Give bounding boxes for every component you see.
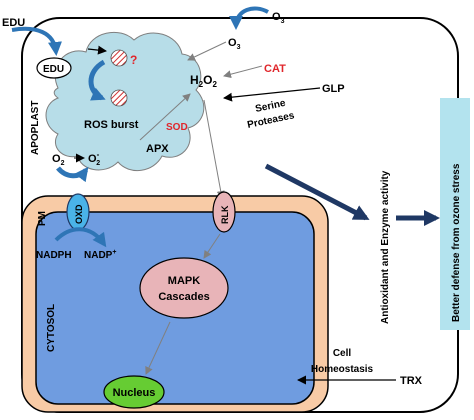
apoplast-label: APOPLAST: [30, 101, 41, 155]
ozone-to-cloud-arrow: [187, 41, 227, 61]
mapk-label: MAPK: [168, 275, 200, 287]
rlk-label: RLK: [220, 205, 230, 224]
h2o2-to-rlk-arrow: [203, 99, 225, 199]
ozone-label-top: O3: [272, 11, 285, 25]
mapk-to-nucleus-arrow: [145, 321, 171, 375]
edu-entry-arrow: [87, 45, 107, 55]
oxd-label: OXD: [74, 204, 84, 224]
superoxide-label: O-2: [88, 150, 100, 167]
ozone-label-mid: O3: [228, 37, 241, 51]
antioxidant-label: Antioxidant and Enzyme activity: [380, 170, 391, 324]
homeostasis-label: Homeostasis: [311, 364, 374, 375]
edu-curved-arrow: [11, 26, 62, 56]
rlk-to-mapk-arrow: [203, 233, 221, 259]
hatched-molecule-1: [110, 49, 128, 67]
question-mark: ?: [130, 53, 137, 67]
nadph-label: NADPH: [36, 250, 72, 261]
glp-label: GLP: [322, 83, 345, 95]
apx-arrow: [139, 93, 191, 141]
nadph-arrow: [54, 227, 107, 248]
ros-burst-label: ROS burst: [84, 119, 139, 131]
cell-label: Cell: [333, 348, 352, 359]
nucleus-label: Nucleus: [113, 387, 156, 399]
nadp-label: NADP+: [84, 249, 116, 261]
rlk-oval: [212, 191, 236, 233]
h2o2-label: H2O2: [190, 73, 217, 89]
cat-label: CAT: [264, 63, 286, 75]
edu-label-oval: EDU: [43, 64, 64, 75]
defense-box: [440, 98, 470, 330]
sod-label: SOD: [166, 122, 188, 133]
nucleus: [103, 375, 165, 409]
ozone-curved-arrow: [229, 6, 269, 30]
glp-arrow: [223, 87, 321, 102]
o2-label: O2: [52, 153, 65, 167]
cat-arrow: [223, 65, 263, 79]
better-defense-label: Better defense from ozone stress: [451, 163, 462, 322]
pm-label: PM: [37, 211, 48, 226]
hatched-molecule-2: [110, 89, 128, 107]
trx-label: TRX: [400, 375, 423, 387]
cytosol-label: CYTOSOL: [46, 304, 57, 352]
edu-label-top: EDU: [2, 17, 25, 29]
apx-label: APX: [146, 143, 169, 155]
edu-oval: [36, 57, 72, 79]
defense-pathway-arrow: [264, 163, 370, 221]
ros-cycle-arrow: [88, 59, 106, 101]
mapk-oval: [139, 257, 229, 319]
cascades-label: Cascades: [158, 291, 209, 303]
o2-oxd-arrow: [56, 166, 89, 183]
